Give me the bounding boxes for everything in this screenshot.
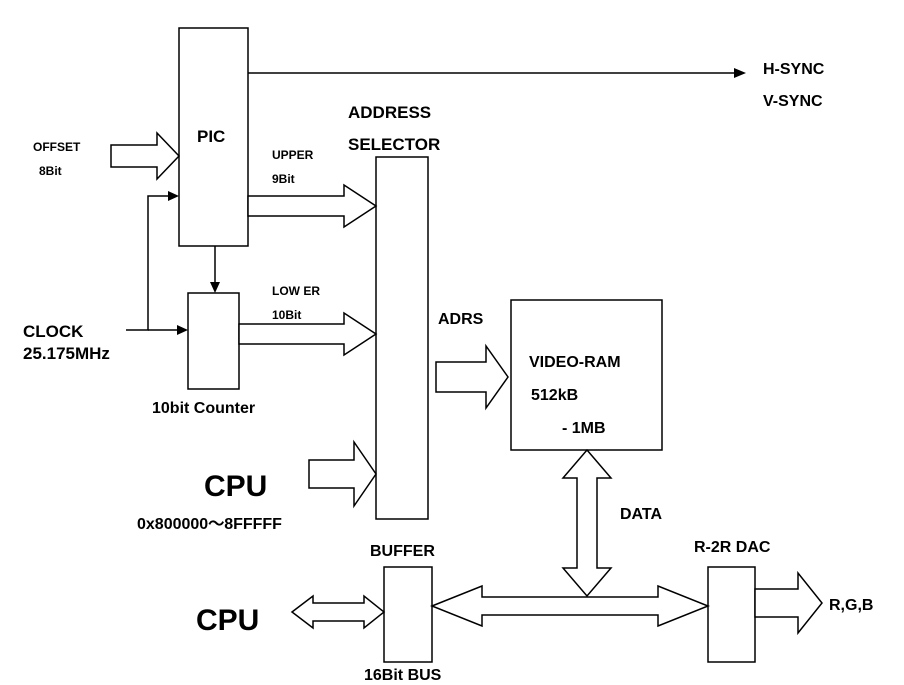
rgb-output-arrow bbox=[754, 570, 823, 636]
address-selector-label-line2: SELECTOR bbox=[348, 135, 440, 154]
data-label: DATA bbox=[620, 506, 663, 523]
address-selector-label-line1: ADDRESS bbox=[348, 103, 431, 122]
cpu-buffer-bus-arrow bbox=[290, 594, 386, 630]
dac-label: R-2R DAC bbox=[694, 539, 771, 556]
cpu-address-range-label: 0x800000～8FFFFF bbox=[137, 516, 282, 533]
pic-label: PIC bbox=[197, 127, 225, 146]
video-ram-label-line1: VIDEO-RAM bbox=[529, 354, 621, 371]
counter-label: 10bit Counter bbox=[152, 400, 255, 417]
bus-label: 16Bit BUS bbox=[364, 667, 442, 684]
upper-label-line2: 9Bit bbox=[272, 172, 295, 186]
offset-label-line2: 8Bit bbox=[39, 164, 62, 178]
lower-label-line1: LOW ER bbox=[272, 284, 320, 298]
clock-to-pic-arrowhead bbox=[168, 191, 179, 201]
adrs-bus-arrow bbox=[435, 343, 509, 411]
dac-block bbox=[707, 566, 756, 663]
video-ram-label-line2: 512kB bbox=[531, 387, 578, 404]
adrs-label: ADRS bbox=[438, 311, 484, 328]
counter-block bbox=[187, 292, 240, 390]
clock-to-pic-line bbox=[126, 195, 169, 331]
clock-to-counter-arrowhead bbox=[177, 325, 188, 335]
offset-label-line1: OFFSET bbox=[33, 140, 81, 154]
pic-to-counter-arrowhead bbox=[210, 282, 220, 293]
buffer-label: BUFFER bbox=[370, 543, 435, 560]
video-ram-label-line3: - 1MB bbox=[562, 420, 606, 437]
upper-label-line1: UPPER bbox=[272, 148, 314, 162]
cpu-top-label: CPU bbox=[204, 470, 267, 503]
lower-label-line2: 10Bit bbox=[272, 308, 301, 322]
sync-arrowhead bbox=[734, 68, 746, 78]
pic-block bbox=[178, 27, 249, 247]
data-bus-arrow bbox=[561, 448, 613, 598]
cpu-address-bus-arrow bbox=[308, 439, 377, 509]
offset-bus-arrow bbox=[110, 131, 181, 181]
system-bus-arrow bbox=[429, 584, 711, 628]
clock-label-line1: CLOCK bbox=[23, 322, 84, 341]
rgb-label: R,G,B bbox=[829, 597, 873, 614]
buffer-block bbox=[383, 566, 433, 663]
address-selector-block bbox=[375, 156, 429, 520]
upper-bus-arrow bbox=[247, 183, 378, 229]
clock-label-line2: 25.175MHz bbox=[23, 344, 110, 363]
hsync-label: H-SYNC bbox=[763, 61, 825, 78]
cpu-bottom-label: CPU bbox=[196, 604, 259, 637]
video-ram-block bbox=[510, 299, 663, 451]
vsync-label: V-SYNC bbox=[763, 93, 823, 110]
lower-bus-arrow bbox=[238, 311, 378, 357]
